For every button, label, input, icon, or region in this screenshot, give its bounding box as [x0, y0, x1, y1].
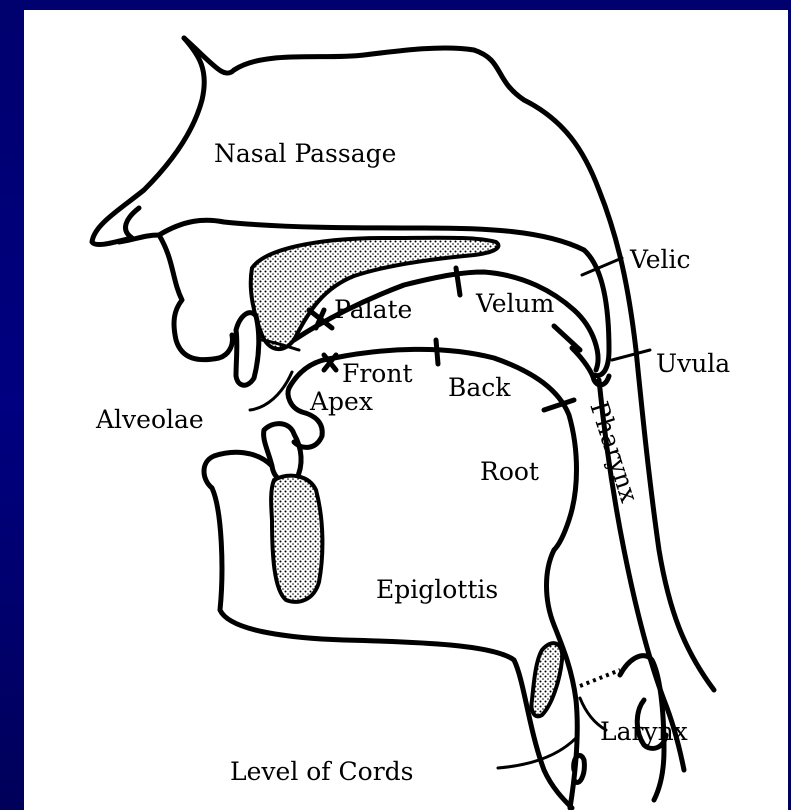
- label-velic: Velic: [629, 245, 691, 274]
- label-velum: Velum: [475, 289, 555, 318]
- label-larynx: Larynx: [600, 717, 688, 746]
- upper-lip-outline: [159, 235, 232, 360]
- chin-jaw-outline: [204, 452, 572, 808]
- label-level-of-cords: Level of Cords: [230, 757, 413, 786]
- label-front: Front: [342, 359, 413, 388]
- label-root: Root: [480, 457, 539, 486]
- diagram-panel: Nasal Passage Velic Palate Velum Uvula F…: [24, 10, 788, 810]
- front-back-boundary-tick: [436, 340, 438, 364]
- lower-teeth-outline: [264, 424, 301, 483]
- label-back: Back: [448, 373, 511, 402]
- trachea-ring: [574, 755, 585, 782]
- velum-uvula-boundary-tick: [554, 326, 580, 350]
- upper-teeth-outline: [236, 313, 259, 386]
- vocal-tract-diagram: Nasal Passage Velic Palate Velum Uvula F…: [24, 10, 788, 810]
- label-uvula: Uvula: [656, 349, 730, 378]
- label-pharynx: Pharynx: [584, 398, 644, 506]
- vocal-fold-dotted-line: [580, 670, 620, 686]
- label-palate: Palate: [334, 295, 412, 324]
- tongue-outline: [289, 349, 577, 550]
- uvula-leader: [612, 350, 650, 360]
- label-nasal-passage: Nasal Passage: [214, 139, 396, 168]
- uvula-outline: [572, 348, 609, 385]
- velic-leader: [582, 258, 622, 275]
- label-apex: Apex: [309, 387, 373, 416]
- head-outline: [92, 38, 204, 245]
- label-epiglottis: Epiglottis: [376, 575, 498, 604]
- mandible-bone: [271, 476, 322, 602]
- label-alveolae: Alveolae: [95, 405, 204, 434]
- epiglottis-cartilage: [531, 643, 562, 716]
